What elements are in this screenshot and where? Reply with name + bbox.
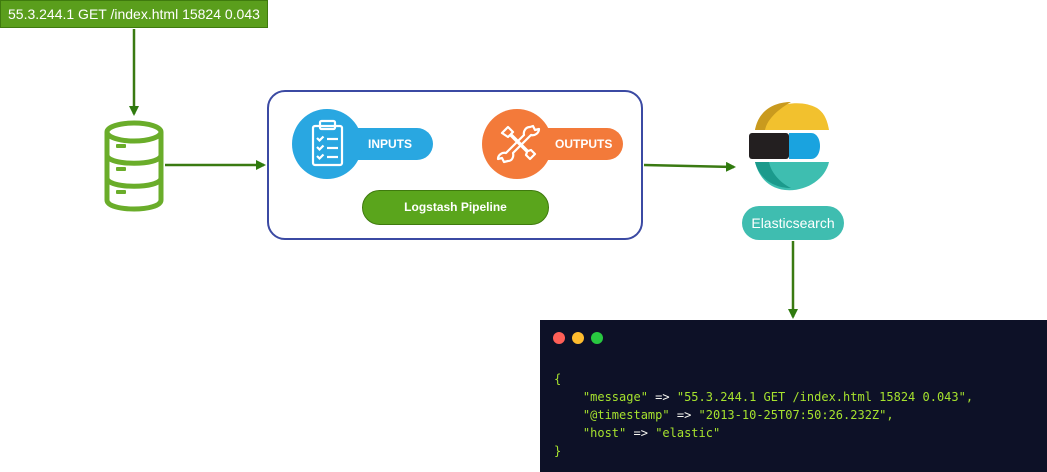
field-arrow: => xyxy=(676,408,692,422)
window-minimize-dot xyxy=(572,332,584,344)
outputs-node xyxy=(482,109,552,179)
logstash-pipeline-label: Logstash Pipeline xyxy=(362,190,549,225)
field-key: "host" xyxy=(582,426,627,440)
field-comma: , xyxy=(886,408,894,422)
elasticsearch-label: Elasticsearch xyxy=(742,206,844,240)
field-arrow: => xyxy=(633,426,648,440)
field-arrow: => xyxy=(655,390,670,404)
field-comma: , xyxy=(965,390,974,404)
field-key: "message" xyxy=(582,390,648,404)
field-value: "55.3.244.1 GET /index.html 15824 0.043" xyxy=(676,390,966,404)
database-icon xyxy=(104,120,164,212)
close-brace: } xyxy=(554,444,562,458)
window-maximize-dot xyxy=(591,332,603,344)
field-value: "elastic" xyxy=(655,426,721,440)
field-value: "2013-10-25T07:50:26.232Z" xyxy=(698,408,887,422)
window-close-dot xyxy=(553,332,565,344)
arrow-pipeline-to-es xyxy=(643,161,736,172)
inputs-node xyxy=(292,109,362,179)
output-document: { "message" => "55.3.244.1 GET /index.ht… xyxy=(554,370,973,460)
output-terminal: { "message" => "55.3.244.1 GET /index.ht… xyxy=(540,320,1047,472)
open-brace: { xyxy=(554,372,562,386)
log-line-box: 55.3.244.1 GET /index.html 15824 0.043 xyxy=(0,0,268,28)
elasticsearch-logo-icon xyxy=(749,102,829,191)
clipboard-checklist-icon xyxy=(311,119,344,167)
field-key: "@timestamp" xyxy=(582,408,670,422)
tools-icon xyxy=(496,124,541,164)
